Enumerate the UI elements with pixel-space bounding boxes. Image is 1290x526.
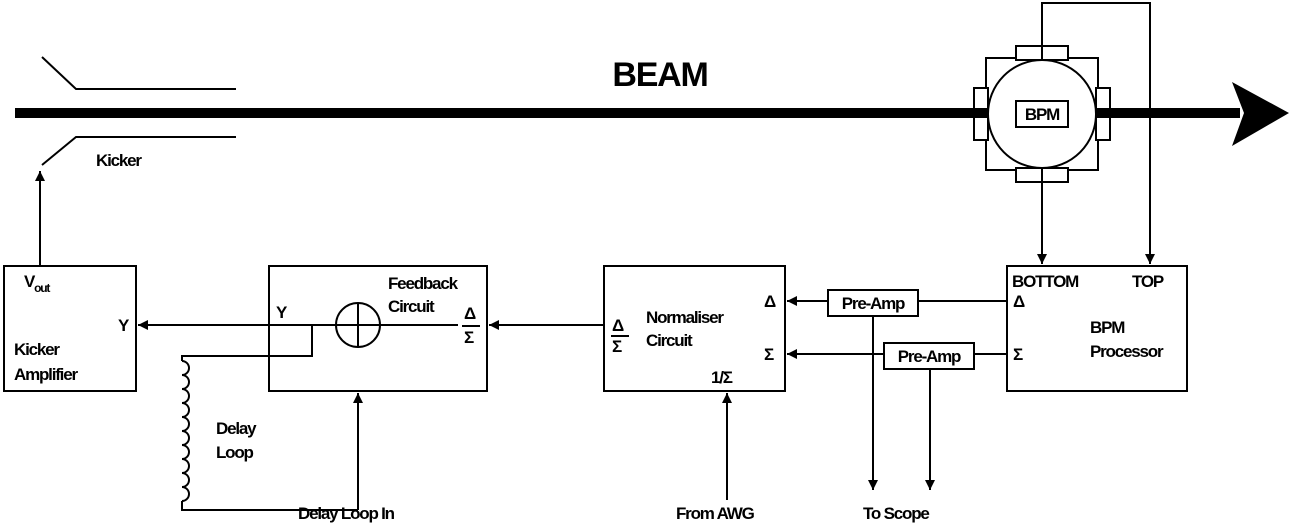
delay-loop-label-line2: Loop — [216, 443, 254, 462]
delay-loop-coil — [181, 360, 190, 502]
preamp-delta-label: Pre-Amp — [842, 294, 905, 313]
delay-loop-bottom-wire — [181, 501, 294, 511]
bpm-processor-delta: Δ — [1013, 292, 1025, 311]
delay-loop-label-line1: Delay — [216, 419, 257, 438]
bpm-processor-sigma: Σ — [1013, 345, 1023, 364]
normaliser-circuit-box — [603, 265, 786, 392]
bpm-processor-bottom: BOTTOM — [1012, 272, 1079, 291]
bpm-label-box — [1015, 100, 1069, 128]
normaliser-output-sigma: Σ — [612, 337, 622, 356]
vout-main: V — [24, 272, 36, 291]
kicker-amplifier-output-y: Y — [118, 316, 130, 335]
kicker-plate-bottom — [41, 136, 236, 166]
bpm-processor-top: TOP — [1132, 272, 1164, 291]
beam-arrow-head — [1232, 82, 1289, 146]
to-scope-label: To Scope — [863, 504, 929, 523]
bpm-top-wire — [1041, 2, 1155, 264]
normaliser-label-line2: Circuit — [646, 331, 693, 350]
kicker-label: Kicker — [96, 151, 142, 170]
feedback-circuit-label-line2: Circuit — [388, 297, 435, 316]
delay-loop-top-wire — [181, 325, 313, 361]
bpm-processor-box — [1006, 265, 1188, 392]
feedback-circuit-label-line1: Feedback — [388, 274, 459, 293]
from-awg-label: From AWG — [676, 504, 755, 523]
normaliser-label-line1: Normaliser — [646, 308, 724, 327]
bpm-processor-label-line1: BPM — [1090, 318, 1125, 337]
normaliser-output-delta: Δ — [612, 316, 624, 335]
vout-subscript: out — [34, 281, 50, 295]
kicker-amplifier-label-line2: Amplifier — [14, 365, 78, 384]
feedback-circuit-input-delta: Δ — [464, 304, 476, 323]
kicker-amplifier-box — [3, 265, 137, 392]
preamp-sigma-box — [883, 342, 975, 370]
normaliser-input-delta: Δ — [764, 292, 776, 311]
kicker-amplifier-vout: Vout — [24, 272, 50, 295]
feedback-circuit-output-y: Y — [276, 303, 288, 322]
beam-label: BEAM — [612, 56, 707, 94]
kicker-plate-top — [41, 56, 236, 90]
preamp-sigma-label: Pre-Amp — [898, 347, 961, 366]
normaliser-input-inv-sigma: 1/Σ — [711, 368, 733, 387]
feedback-circuit-box — [268, 265, 488, 392]
bpm-processor-label-line2: Processor — [1090, 342, 1164, 361]
feedback-circuit-input-sigma: Σ — [464, 328, 474, 347]
delay-loop-in-label: Delay Loop In — [298, 504, 395, 523]
normaliser-input-sigma: Σ — [764, 345, 774, 364]
preamp-delta-box — [827, 289, 919, 317]
kicker-amplifier-label-line1: Kicker — [14, 340, 60, 359]
bpm-label: BPM — [1025, 105, 1060, 124]
